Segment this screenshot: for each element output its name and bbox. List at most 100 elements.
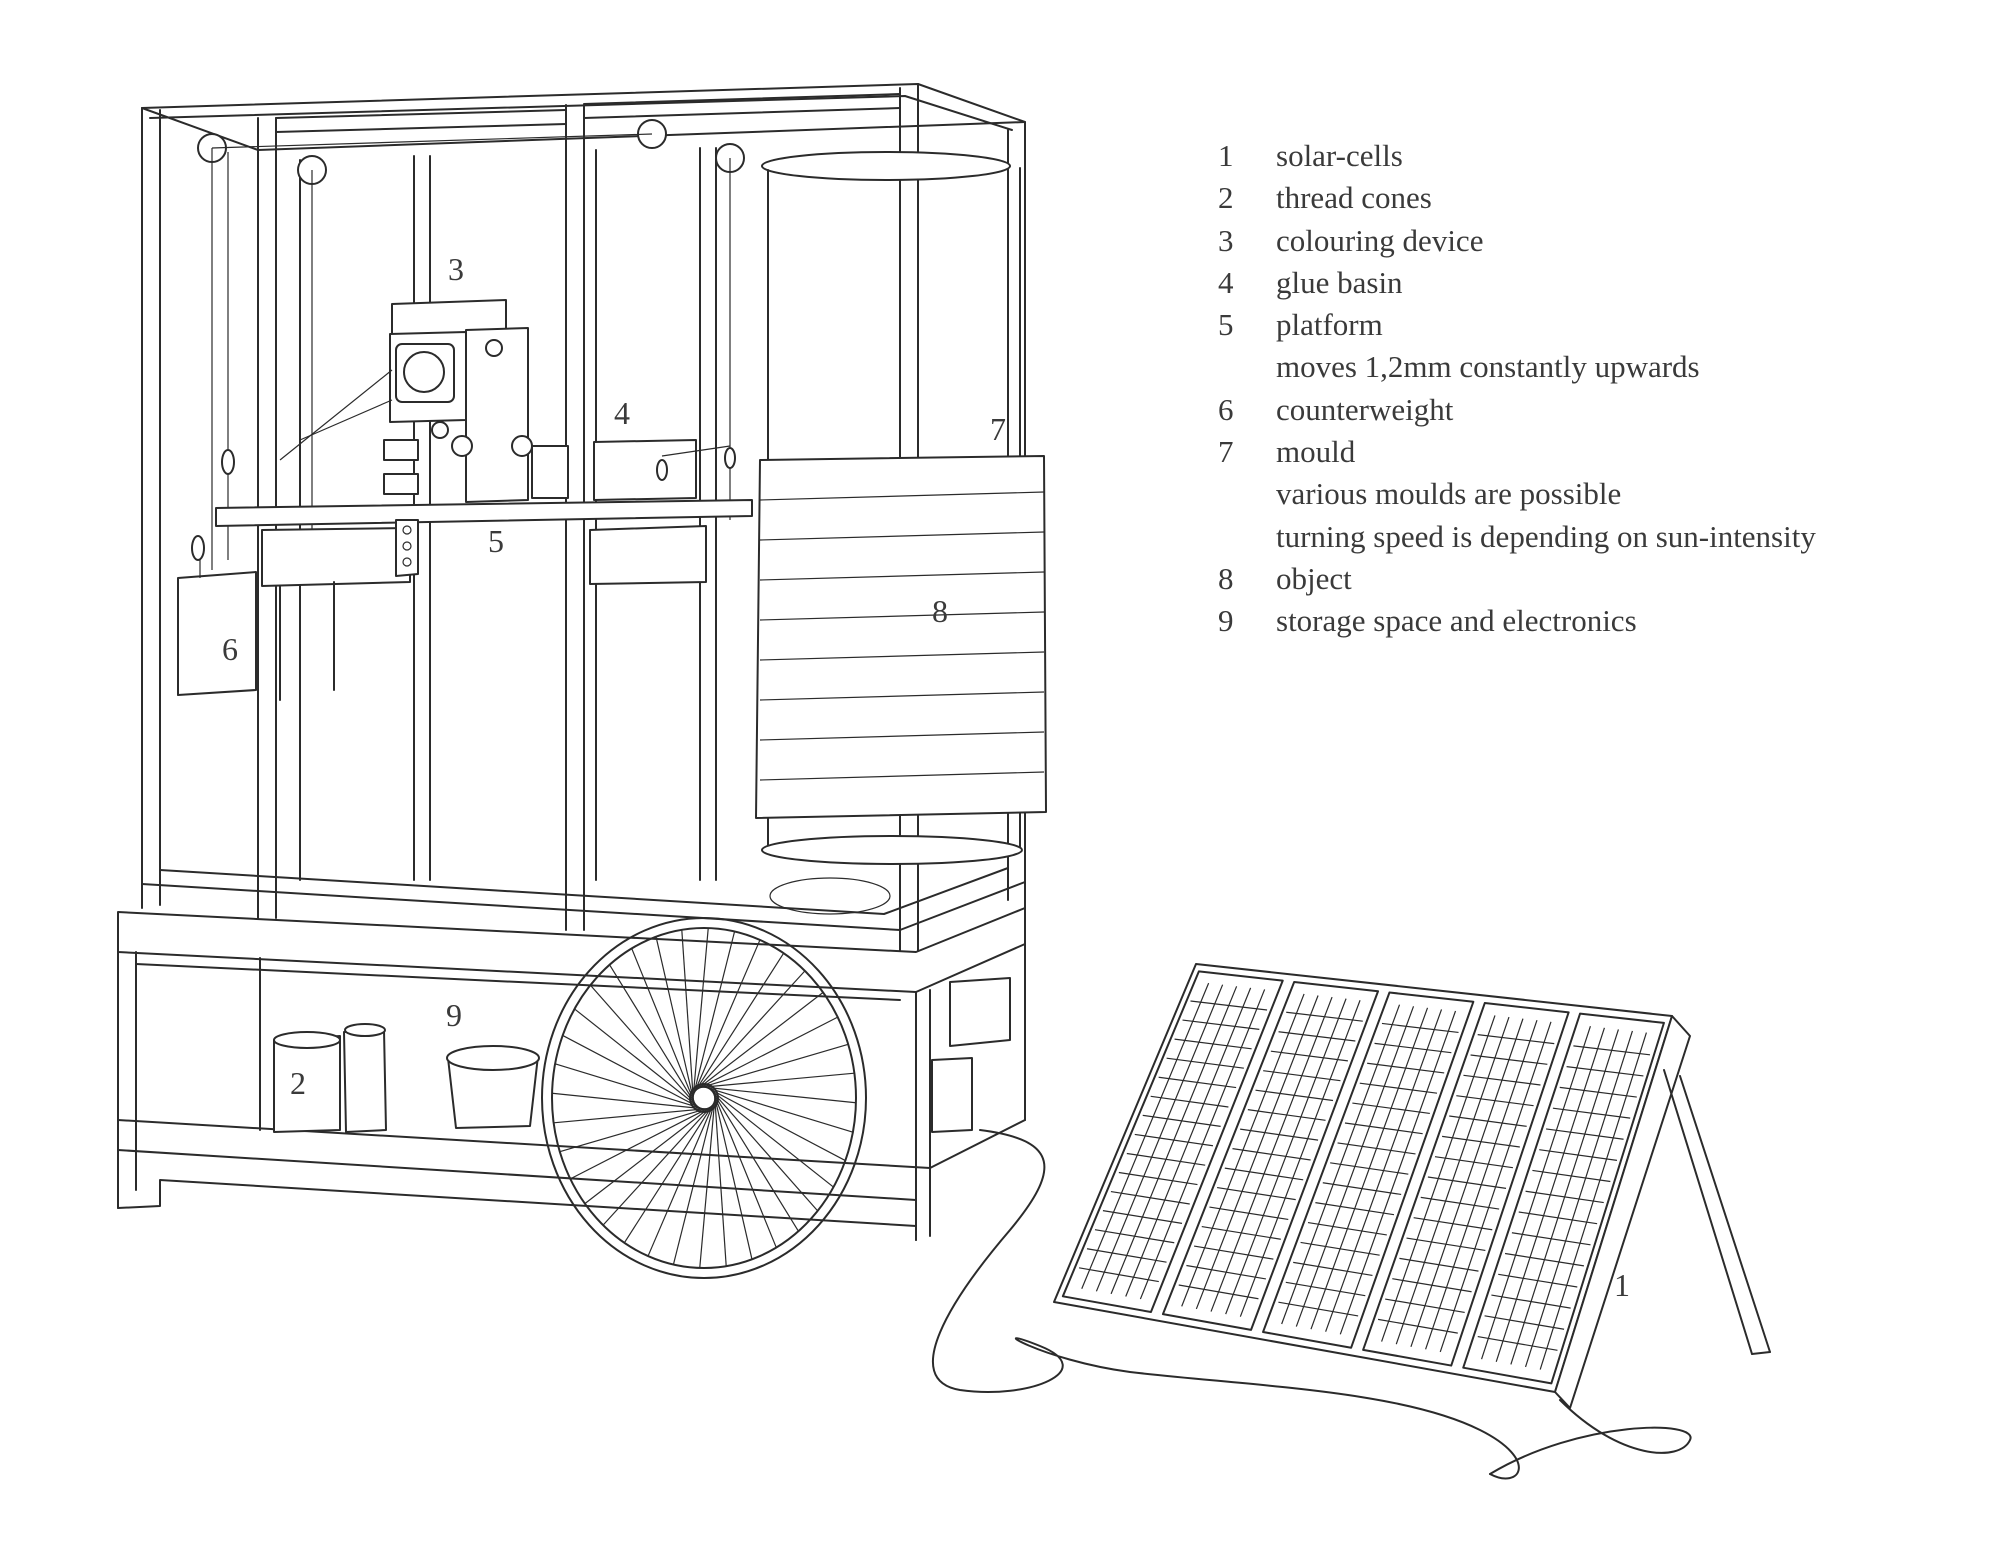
cell-grid-line: [1359, 1082, 1438, 1094]
platform: [215, 499, 753, 701]
cell-grid-line: [1322, 1182, 1402, 1196]
cell-grid-line: [1126, 1152, 1206, 1166]
cell-grid-line: [1270, 1050, 1348, 1062]
wheel-spoke: [692, 928, 709, 1103]
cell-grid-line: [1399, 1257, 1479, 1272]
legend-number: 4: [1218, 264, 1234, 300]
legend-text: turning speed is depending on sun-intens…: [1276, 518, 1816, 554]
wheel-spoke: [559, 1106, 712, 1153]
cell-grid-line: [1278, 1031, 1356, 1042]
cell-grid-line: [1484, 1315, 1565, 1330]
callout-4: 4: [614, 395, 630, 431]
callout-9: 9: [446, 997, 462, 1033]
cable: [931, 1129, 1520, 1480]
callout-8: 8: [932, 593, 948, 629]
cell-grid-line: [1413, 1217, 1493, 1231]
wheel-spoke: [681, 929, 695, 1105]
wheel-spoke: [553, 1107, 711, 1124]
mould: [755, 151, 1047, 915]
cell-grid-line: [1315, 1202, 1395, 1216]
cell-grid-line: [1193, 1245, 1274, 1260]
cell-grid-line: [1352, 1102, 1430, 1115]
cell-grid-line: [1110, 1190, 1190, 1205]
cell-grid-line: [1427, 1176, 1507, 1189]
legend-text: solar-cells: [1276, 138, 1403, 173]
cell-grid-line: [1420, 1196, 1500, 1210]
cell-grid-line: [1566, 1066, 1644, 1077]
cell-grid-line: [1201, 1225, 1281, 1240]
cell-grid-line: [1470, 1054, 1548, 1065]
wheel-spoke: [699, 1086, 857, 1104]
legend-text: storage space and electronics: [1276, 603, 1637, 639]
callout-5: 5: [488, 523, 504, 559]
cell-grid-line: [1573, 1045, 1651, 1056]
wheel-spoke: [694, 1016, 838, 1091]
cell-grid-line: [1491, 1294, 1571, 1309]
cell-grid-line: [1240, 1128, 1319, 1141]
cell-grid-line: [1525, 1190, 1604, 1204]
cell-grid-line: [1102, 1210, 1183, 1224]
cell-grid-line: [1118, 1171, 1198, 1186]
legend-text: platform: [1276, 307, 1383, 343]
cell-grid-line: [1209, 1206, 1289, 1221]
legend-number: 5: [1218, 307, 1234, 343]
cell-grid-line: [1186, 1264, 1267, 1280]
cell-grid-line: [1134, 1133, 1214, 1147]
cell-grid-line: [1224, 1167, 1304, 1181]
cell-grid-line: [1539, 1149, 1618, 1161]
cell-grid-line: [1377, 1318, 1458, 1334]
wheel-spoke: [631, 948, 697, 1108]
legend-number: 1: [1218, 138, 1234, 173]
cell-grid-line: [1150, 1095, 1229, 1108]
cell-grid-line: [1518, 1211, 1598, 1225]
legend-text: colouring device: [1276, 222, 1484, 258]
cell-grid-line: [1174, 1038, 1252, 1050]
cell-grid-line: [1278, 1301, 1359, 1317]
cell-grid-line: [1477, 1034, 1555, 1045]
wheel-spoke: [691, 952, 785, 1097]
legend-item: moves 1,2mm constantly upwards: [1218, 349, 1978, 391]
wheel-spoke: [647, 1097, 717, 1257]
wheel-spoke: [711, 1088, 777, 1248]
callout-6: 6: [222, 631, 238, 667]
wheel-spoke: [589, 984, 701, 1110]
cell-grid-line: [1285, 1281, 1366, 1297]
cell-grid-line: [1286, 1011, 1363, 1022]
legend-text: thread cones: [1276, 180, 1432, 216]
wheel-spoke: [691, 939, 761, 1099]
cell-grid-line: [1456, 1095, 1534, 1107]
cell-grid-line: [1559, 1086, 1637, 1098]
legend-item: 4 glue basin: [1218, 265, 1978, 307]
wheel-spoke: [692, 970, 806, 1095]
cell-grid-line: [1094, 1229, 1175, 1244]
callout-1: 1: [1614, 1267, 1630, 1303]
wheel-spoke: [602, 1101, 716, 1226]
cart-base: [117, 907, 1026, 1241]
cell-grid-line: [1511, 1232, 1591, 1246]
cell-grid-line: [1217, 1186, 1296, 1201]
callout-2: 2: [290, 1065, 306, 1101]
legend-item: turning speed is depending on sun-intens…: [1218, 519, 1978, 561]
glue-basin: [593, 439, 736, 501]
wheel: [541, 917, 867, 1279]
wheel-spoke: [609, 964, 699, 1109]
legend-text: glue basin: [1276, 264, 1403, 300]
cell-grid-line: [1344, 1122, 1423, 1135]
cell-grid-line: [1477, 1335, 1558, 1351]
cell-grid-line: [1434, 1156, 1514, 1169]
wheel-spoke: [709, 1087, 799, 1232]
cell-grid-line: [1247, 1109, 1326, 1121]
cell-grid-line: [1498, 1273, 1578, 1288]
solar-panel: [1053, 963, 1771, 1409]
wheel-spoke: [574, 1008, 703, 1111]
legend-text: moves 1,2mm constantly upwards: [1276, 349, 1700, 385]
cell-grid-line: [1449, 1115, 1527, 1127]
cell-grid-line: [1545, 1128, 1624, 1140]
wheel-spoke: [551, 1092, 709, 1110]
wheel-spoke: [705, 1085, 834, 1188]
